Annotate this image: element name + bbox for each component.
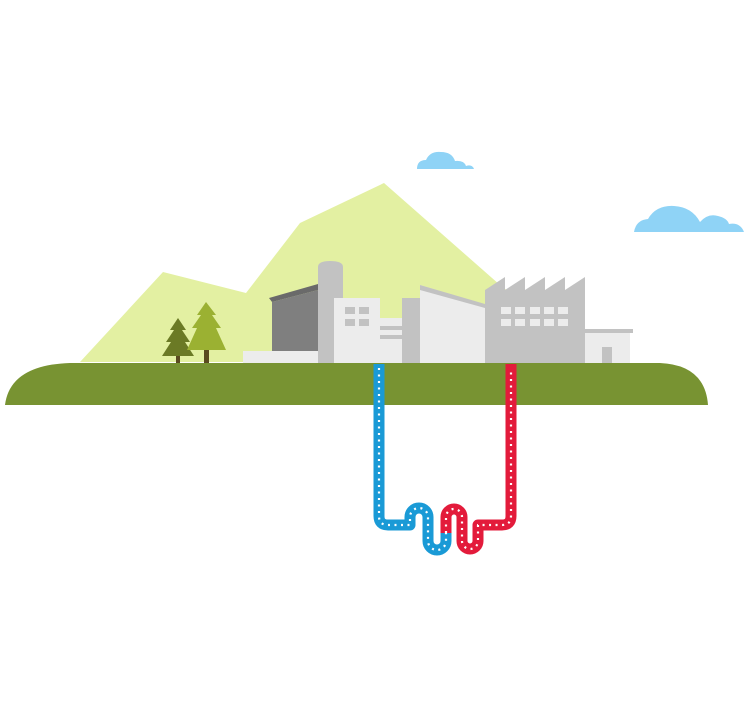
ground [5,363,708,405]
hot-pipe-icon [440,364,517,555]
cold-pipe-icon [373,364,452,556]
factory-icon [243,261,633,363]
tree-icon [162,318,194,363]
cloud-icon [417,151,474,169]
cloud-icon [634,205,744,232]
tree-icon [187,302,226,363]
